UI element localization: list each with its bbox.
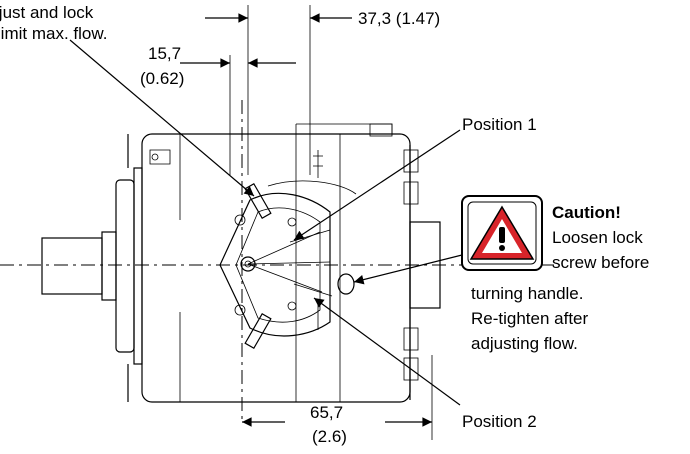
dim-65-value: 65,7 bbox=[310, 403, 343, 422]
dim-top-extensions bbox=[229, 5, 311, 175]
caution-title: Caution! bbox=[552, 203, 621, 222]
caution-line-1: Loosen lock bbox=[552, 228, 643, 247]
caution-line-5: adjusting flow. bbox=[471, 334, 578, 353]
dim-15-inch: (0.62) bbox=[140, 69, 184, 88]
pump-shaft bbox=[41, 231, 117, 301]
caution-line-3: turning handle. bbox=[471, 284, 583, 303]
adjust-label-line2: to limit max. flow. bbox=[0, 24, 107, 43]
stop-screws bbox=[244, 182, 272, 350]
caution-line-4: Re-tighten after bbox=[471, 309, 589, 328]
position-1-leader bbox=[293, 129, 461, 241]
caution-leader bbox=[353, 254, 463, 285]
pump-body bbox=[127, 123, 441, 403]
warning-triangle-icon bbox=[461, 195, 543, 271]
adjustment-plate bbox=[219, 180, 357, 337]
dim-15-value: 15,7 bbox=[148, 44, 181, 63]
position-2-leader bbox=[313, 297, 461, 406]
dim-65-inch: (2.6) bbox=[312, 427, 347, 446]
position-1-label: Position 1 bbox=[462, 115, 537, 134]
front-flange bbox=[115, 167, 143, 365]
adjust-leader bbox=[69, 39, 255, 197]
dim-37-label: 37,3 (1.47) bbox=[358, 9, 440, 28]
adjust-label-line1: Adjust and lock bbox=[0, 3, 94, 22]
position-2-label: Position 2 bbox=[462, 412, 537, 431]
caution-line-2: screw before bbox=[552, 253, 649, 272]
